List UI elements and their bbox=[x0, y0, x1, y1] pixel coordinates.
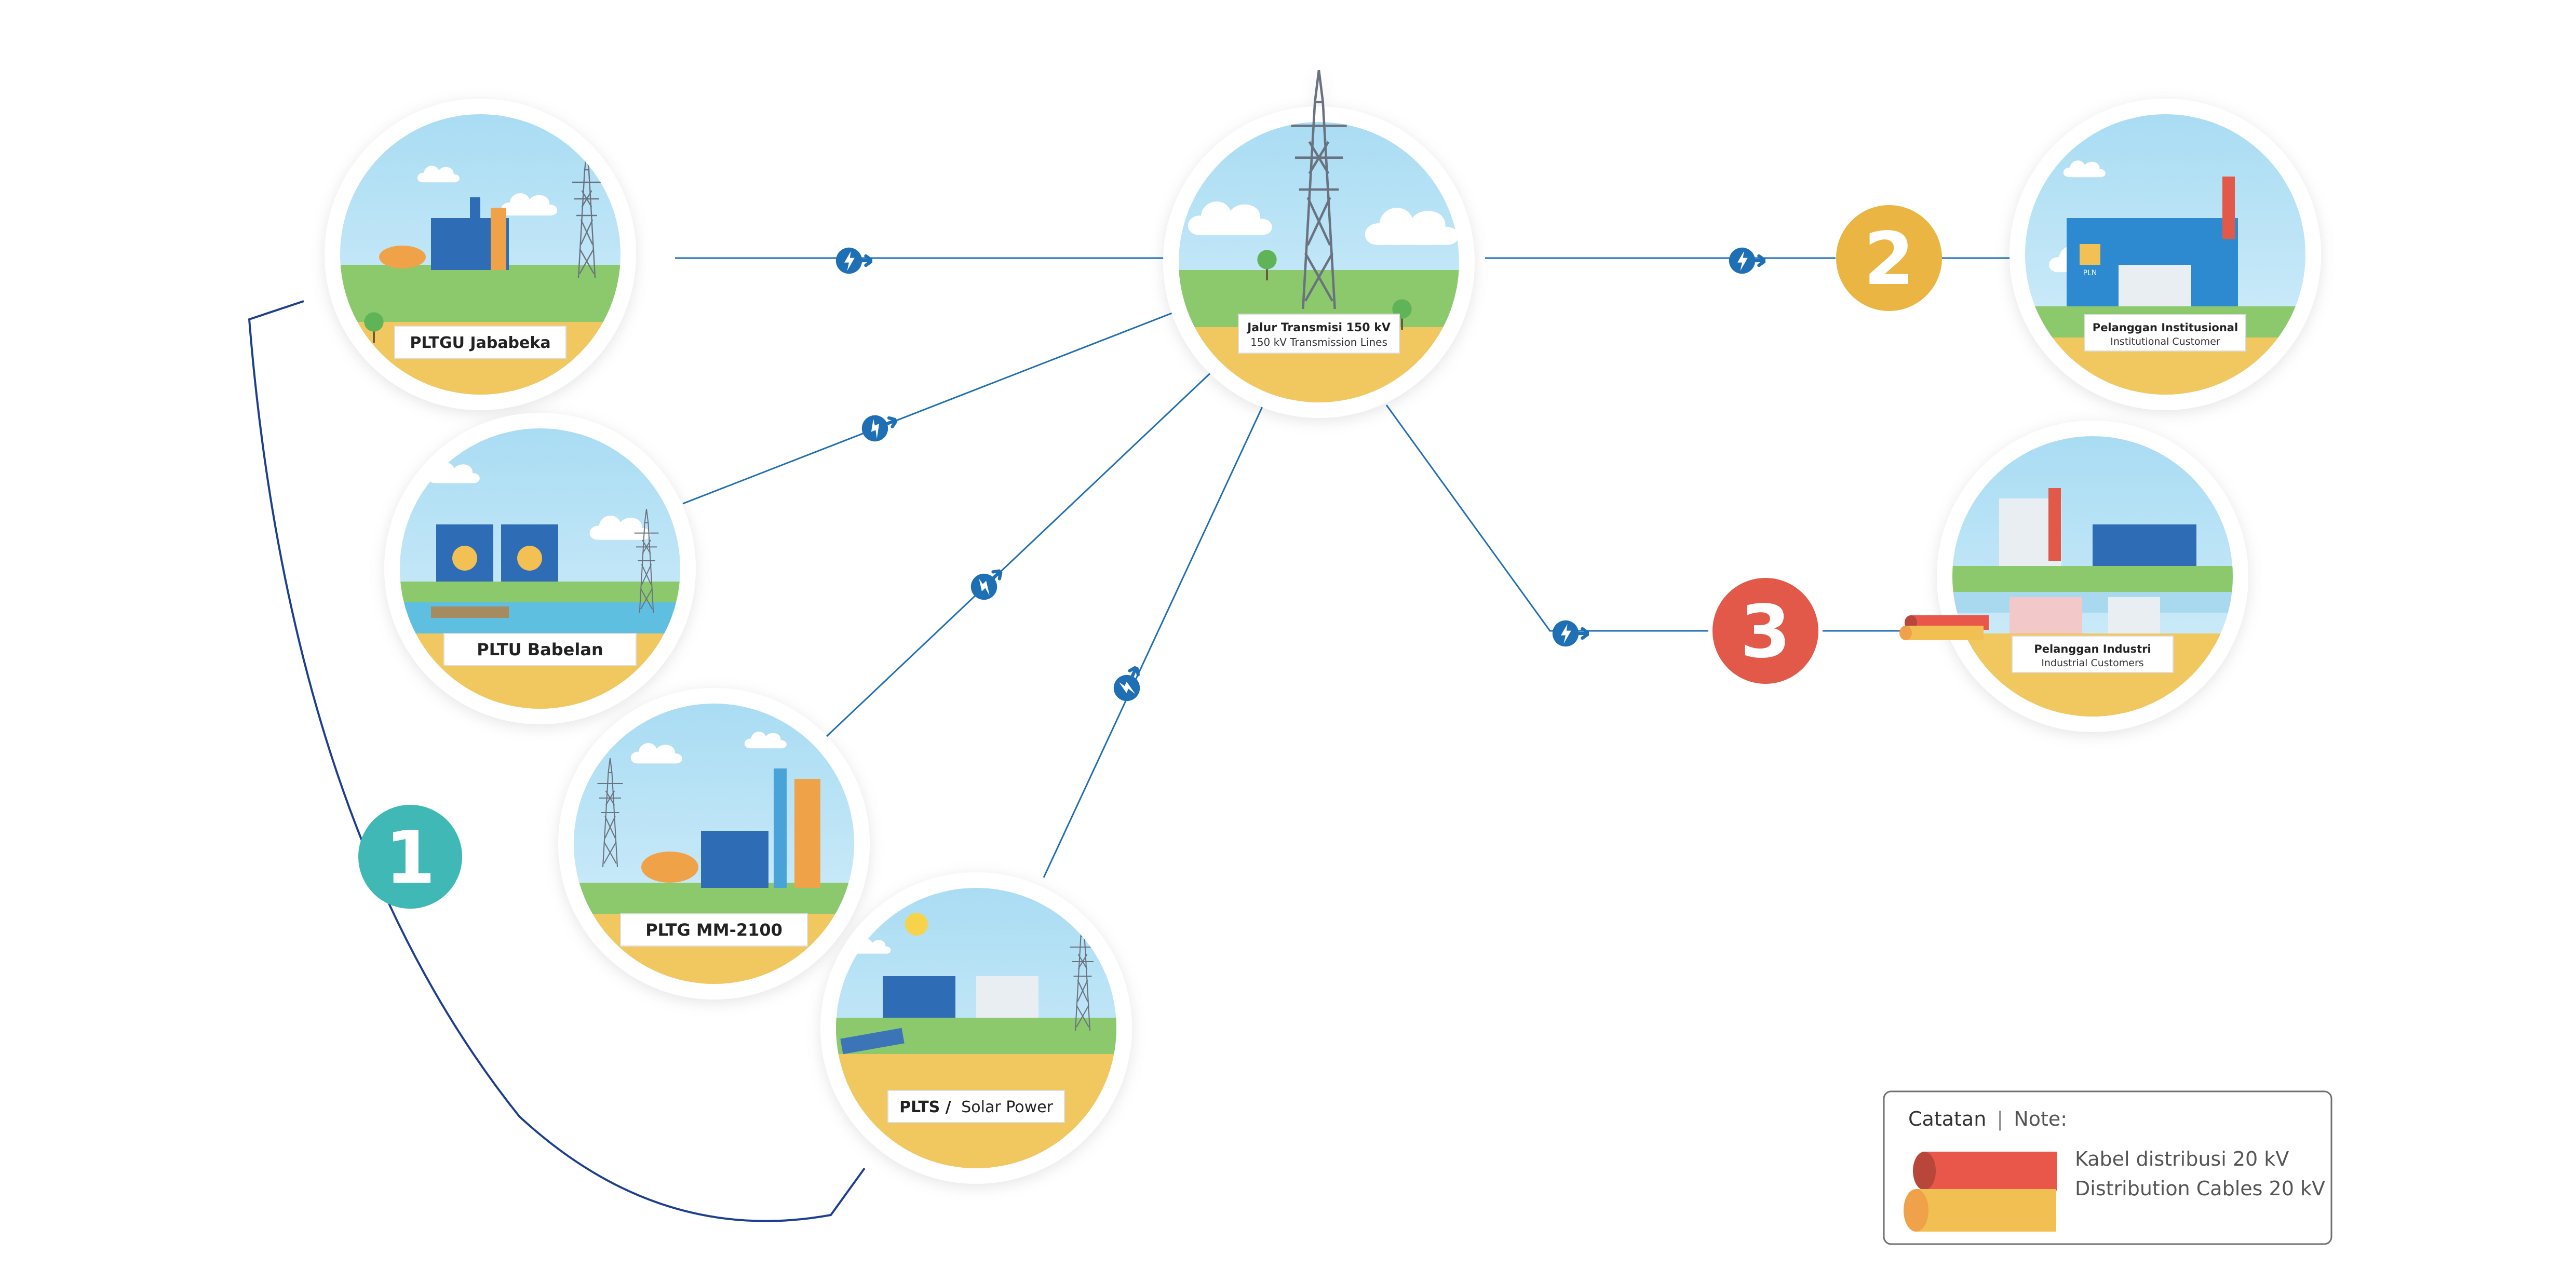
svg-text:PLTS / Solar Power: PLTS / Solar Power bbox=[899, 1098, 1054, 1116]
step1-bracket-arc bbox=[248, 300, 866, 1222]
bolt-arrow-icon bbox=[1553, 620, 1589, 646]
plts-label-bold: PLTS / bbox=[899, 1098, 951, 1116]
legend-separator: | bbox=[1997, 1108, 2003, 1131]
legend-title-bold: Catatan bbox=[1908, 1108, 1986, 1130]
industrial-label-en: Industrial Customers bbox=[2041, 657, 2143, 669]
legend-line1: Kabel distribusi 20 kV bbox=[2075, 1148, 2289, 1170]
node-pltgu-jababeka: PLTGU Jababeka bbox=[325, 99, 636, 410]
pltgu-jababeka-label: PLTGU Jababeka bbox=[410, 334, 550, 352]
node-institutional-customer: PLN Pelanggan Institusional Institutiona… bbox=[2009, 99, 2321, 410]
step-1-badge: 1 bbox=[358, 805, 462, 909]
bolt-arrow-icon bbox=[836, 248, 872, 274]
institutional-label-id: Pelanggan Institusional bbox=[2093, 321, 2238, 334]
node-industrial-customers: Pelanggan Industri Industrial Customers bbox=[1937, 421, 2248, 732]
step-2-badge: 2 bbox=[1836, 205, 1942, 311]
connector-lines bbox=[675, 257, 2015, 878]
bolt-arrow-icon bbox=[1110, 662, 1149, 706]
transmission-label-id: Jalur Transmisi 150 kV bbox=[1246, 321, 1391, 334]
legend-note: Catatan | Note: Kabel distribusi 20 kV D… bbox=[1883, 1090, 2332, 1245]
line-babelan-transmission bbox=[682, 309, 1179, 505]
node-transmission-150kv: Jalur Transmisi 150 kV 150 kV Transmissi… bbox=[1163, 70, 1475, 418]
cable-legend-swatch bbox=[1904, 1152, 2057, 1232]
legend-title-regular: Note: bbox=[2014, 1108, 2067, 1130]
svg-text:Catatan | Note:: Catatan | Note: bbox=[1908, 1108, 2067, 1131]
legend-line2: Distribution Cables 20 kV bbox=[2075, 1177, 2325, 1200]
step-3-badge: 3 bbox=[1712, 578, 1818, 684]
pltg-mm2100-label: PLTG MM-2100 bbox=[645, 920, 783, 940]
distribution-cable-icon bbox=[1899, 615, 1989, 640]
institutional-label-en: Institutional Customer bbox=[2110, 336, 2220, 347]
transmission-label-en: 150 kV Transmission Lines bbox=[1250, 336, 1387, 348]
industrial-label-id: Pelanggan Industri bbox=[2034, 643, 2151, 655]
step-1-number: 1 bbox=[385, 816, 435, 900]
line-mm2100-transmission bbox=[825, 368, 1216, 738]
pltu-babelan-label: PLTU Babelan bbox=[477, 640, 603, 659]
step-3-number: 3 bbox=[1740, 590, 1790, 674]
bolt-arrow-icon bbox=[1729, 248, 1765, 274]
pln-logo: PLN bbox=[2083, 269, 2097, 277]
step-2-number: 2 bbox=[1864, 217, 1914, 302]
line-solar-transmission bbox=[1043, 402, 1265, 878]
line-transmission-step3 bbox=[1385, 404, 1708, 632]
node-pltu-babelan: PLTU Babelan bbox=[384, 413, 696, 724]
node-pltg-mm2100: PLTG MM-2100 bbox=[558, 688, 870, 1000]
plts-label-regular: Solar Power bbox=[961, 1098, 1053, 1116]
node-plts-solar: PLTS / Solar Power bbox=[820, 872, 1132, 1184]
bolt-arrow-icon bbox=[858, 408, 901, 445]
